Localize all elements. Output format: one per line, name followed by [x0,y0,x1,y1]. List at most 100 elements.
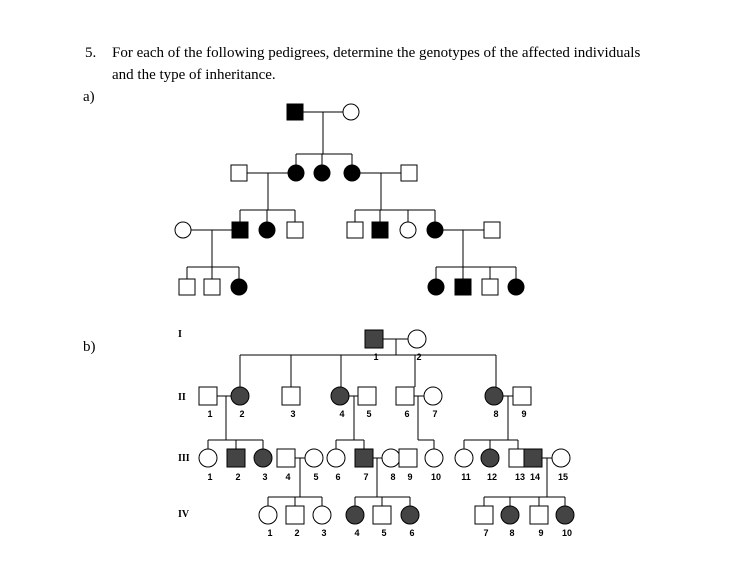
unaffected-female [423,386,443,406]
unaffected-female [399,221,417,239]
unaffected-male [286,221,304,239]
unaffected-female [198,448,218,468]
unaffected-male [285,505,305,525]
individual-number: 10 [562,528,572,538]
individual-number: 6 [335,472,340,482]
affected-male [226,448,246,468]
unaffected-female [381,448,401,468]
unaffected-female [174,221,192,239]
affected-female [555,505,575,525]
individual-number: 15 [558,472,568,482]
affected-female [230,386,250,406]
unaffected-male [474,505,494,525]
individual-number: 14 [530,472,540,482]
affected-male [364,329,384,349]
affected-female [400,505,420,525]
unaffected-female [551,448,571,468]
individual-number: 5 [366,409,371,419]
affected-male [231,221,249,239]
individual-number: 2 [235,472,240,482]
unaffected-female [342,103,360,121]
unaffected-female [424,448,444,468]
unaffected-male [276,448,296,468]
individual-number: 11 [461,472,471,482]
individual-number: 9 [538,528,543,538]
generation-label: IV [178,509,190,520]
question-text-line-2: and the type of inheritance. [112,67,276,83]
unaffected-male [395,386,415,406]
affected-female [426,221,444,239]
part-b-label: b) [83,339,96,355]
question-text-line-1: For each of the following pedigrees, det… [112,45,641,61]
generation-label: II [178,392,186,403]
affected-female [258,221,276,239]
unaffected-female [454,448,474,468]
affected-female [480,448,500,468]
individual-number: 1 [373,352,378,362]
unaffected-male [483,221,501,239]
affected-male [354,448,374,468]
unaffected-male [198,386,218,406]
individual-number: 8 [493,409,498,419]
individual-number: 10 [431,472,441,482]
individual-number: 3 [321,528,326,538]
individual-number: 2 [294,528,299,538]
individual-number: 1 [267,528,272,538]
unaffected-male [372,505,392,525]
unaffected-male [357,386,377,406]
individual-number: 4 [339,409,344,419]
individual-number: 8 [509,528,514,538]
affected-female [427,278,445,296]
individual-number: 9 [521,409,526,419]
individual-number: 2 [416,352,421,362]
affected-female [253,448,273,468]
unaffected-male [230,164,248,182]
unaffected-male [529,505,549,525]
affected-female [345,505,365,525]
individual-number: 1 [207,409,212,419]
individual-number: 6 [409,528,414,538]
generation-label: III [178,453,190,464]
affected-female [500,505,520,525]
affected-male [454,278,472,296]
generation-label: I [178,329,182,340]
affected-male [286,103,304,121]
unaffected-female [304,448,324,468]
individual-number: 2 [239,409,244,419]
affected-female [287,164,305,182]
individual-number: 6 [404,409,409,419]
individual-number: 4 [354,528,359,538]
unaffected-male [203,278,221,296]
individual-number: 7 [432,409,437,419]
unaffected-female [312,505,332,525]
individual-number: 8 [390,472,395,482]
individual-number: 7 [483,528,488,538]
individual-number: 9 [407,472,412,482]
individual-number: 3 [290,409,295,419]
individual-number: 3 [262,472,267,482]
individual-number: 5 [381,528,386,538]
individual-number: 13 [515,472,525,482]
unaffected-female [258,505,278,525]
individual-number: 7 [363,472,368,482]
pedigree-a [174,103,525,296]
unaffected-female [407,329,427,349]
part-a-label: a) [83,89,95,105]
affected-female [343,164,361,182]
unaffected-male [398,448,418,468]
affected-female [330,386,350,406]
affected-male [371,221,389,239]
affected-female [230,278,248,296]
unaffected-male [400,164,418,182]
unaffected-male [281,386,301,406]
individual-number: 5 [313,472,318,482]
unaffected-male [481,278,499,296]
affected-male [523,448,543,468]
individual-number: 4 [285,472,290,482]
individual-number: 12 [487,472,497,482]
unaffected-male [346,221,364,239]
affected-female [313,164,331,182]
individual-number: 1 [207,472,212,482]
